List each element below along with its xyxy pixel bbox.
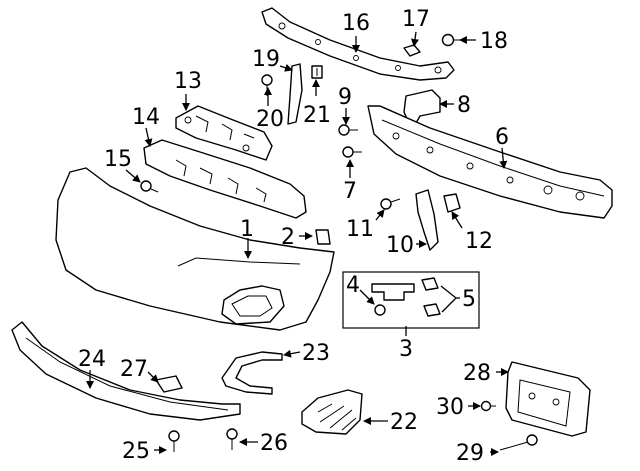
callout-4: 4	[346, 273, 360, 298]
callout-25: 25	[122, 439, 150, 464]
leader-lines	[86, 31, 509, 456]
bolt-7	[342, 146, 362, 158]
callout-11: 11	[346, 217, 374, 242]
callout-9: 9	[338, 85, 352, 110]
callout-28: 28	[463, 361, 491, 386]
callout-1: 1	[240, 217, 254, 242]
energy-absorber-14	[143, 139, 307, 219]
callout-23: 23	[302, 341, 330, 366]
callout-18: 18	[480, 29, 508, 54]
screw-15	[140, 180, 159, 193]
callout-17: 17	[402, 7, 430, 32]
impact-bar-6	[367, 105, 613, 219]
callout-15: 15	[104, 147, 132, 172]
callout-2: 2	[281, 225, 295, 250]
callout-labels: 1 2 3 4 5 6 7 8 9 10 11 12 13 14 15 16 1…	[78, 7, 509, 466]
callout-21: 21	[303, 103, 331, 128]
bolt-26	[226, 428, 238, 450]
bolt-11	[380, 198, 401, 210]
fog-bezel-22	[301, 389, 363, 435]
callout-24: 24	[78, 347, 106, 372]
bolt-25	[168, 430, 180, 452]
callout-20: 20	[256, 107, 284, 132]
license-bracket-28	[505, 361, 591, 437]
callout-30: 30	[436, 395, 464, 420]
callout-26: 26	[260, 431, 288, 456]
clip-21	[311, 65, 323, 79]
callout-29: 29	[456, 441, 484, 466]
air-deflector-24	[11, 321, 241, 421]
callout-13: 13	[174, 69, 202, 94]
callout-3: 3	[399, 337, 413, 362]
callout-27: 27	[120, 357, 148, 382]
screw-29	[499, 434, 538, 451]
screw-18	[441, 33, 460, 47]
callout-22: 22	[390, 410, 418, 435]
clip-2	[315, 229, 331, 245]
nut-clip-17	[403, 44, 421, 57]
bumper-cover-1	[55, 167, 335, 331]
callout-16: 16	[342, 11, 370, 36]
bolt-20	[261, 74, 273, 96]
absorber-13	[175, 105, 273, 161]
clip-12	[443, 193, 461, 213]
callout-14: 14	[132, 105, 160, 130]
bracket-19	[287, 63, 303, 125]
upper-tie-bar	[261, 7, 455, 81]
bolt-9	[338, 124, 358, 136]
callout-19: 19	[252, 47, 280, 72]
callout-5: 5	[462, 287, 476, 312]
trim-strip-23	[221, 351, 283, 395]
push-pin-30	[480, 400, 496, 412]
callout-12: 12	[465, 229, 493, 254]
bracket-10	[415, 189, 439, 251]
clip-27	[155, 375, 183, 393]
callout-6: 6	[495, 125, 509, 150]
kit-box-3	[342, 271, 480, 329]
callout-8: 8	[457, 93, 471, 118]
callout-7: 7	[343, 179, 357, 204]
callout-10: 10	[386, 233, 414, 258]
